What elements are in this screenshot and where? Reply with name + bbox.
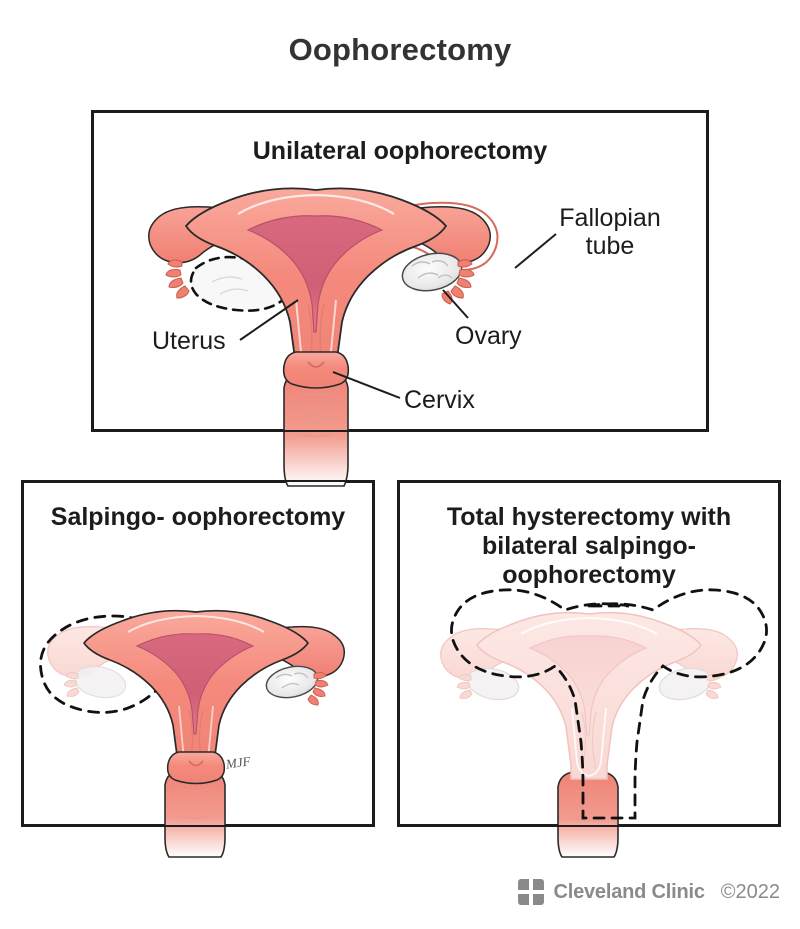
label-fallopian-tube: Fallopian tube (559, 204, 661, 260)
cleveland-clinic-wordmark: Cleveland Clinic (553, 880, 705, 903)
label-cervix: Cervix (404, 386, 475, 414)
copyright-text: ©2022 (720, 880, 780, 903)
label-ovary: Ovary (455, 322, 522, 350)
footer: Cleveland Clinic ©2022 (0, 872, 800, 912)
page-title: Oophorectomy (288, 32, 512, 67)
artist-signature: MJF (225, 753, 252, 772)
cleveland-clinic-logo-icon (518, 879, 545, 905)
label-uterus: Uterus (152, 327, 226, 355)
